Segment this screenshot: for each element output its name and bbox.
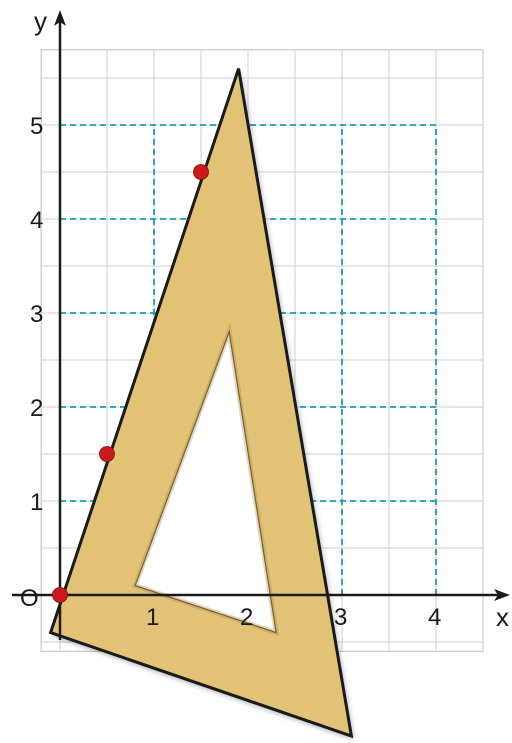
marked-points [52, 164, 209, 603]
tick-labels: 1 2 3 4 1 2 3 4 5 [30, 113, 441, 631]
x-tick-label: 2 [240, 604, 253, 631]
x-axis-label: x [496, 602, 509, 632]
x-tick-label: 3 [334, 604, 347, 631]
y-axis-arrow-icon [54, 10, 66, 26]
x-axis-arrow-icon [494, 589, 510, 601]
x-tick-label: 1 [146, 604, 159, 631]
ruler-inner-cutout [134, 329, 277, 634]
y-tick-label: 4 [30, 207, 43, 234]
x-tick-label: 4 [428, 604, 441, 631]
ruler-inner-bevel [131, 321, 280, 637]
y-tick-label: 2 [30, 395, 43, 422]
marked-point [193, 164, 209, 180]
y-tick-label: 3 [30, 301, 43, 328]
axes: x y O [12, 6, 510, 640]
y-tick-label: 1 [30, 489, 43, 516]
marked-point [99, 446, 115, 462]
y-axis-label: y [34, 6, 47, 36]
set-square-ruler [48, 68, 354, 739]
ruler-outer-edge [48, 68, 354, 739]
ruler-texture [50, 68, 352, 737]
origin-label: O [20, 585, 39, 612]
marked-point [52, 587, 68, 603]
y-tick-label: 5 [30, 113, 43, 140]
